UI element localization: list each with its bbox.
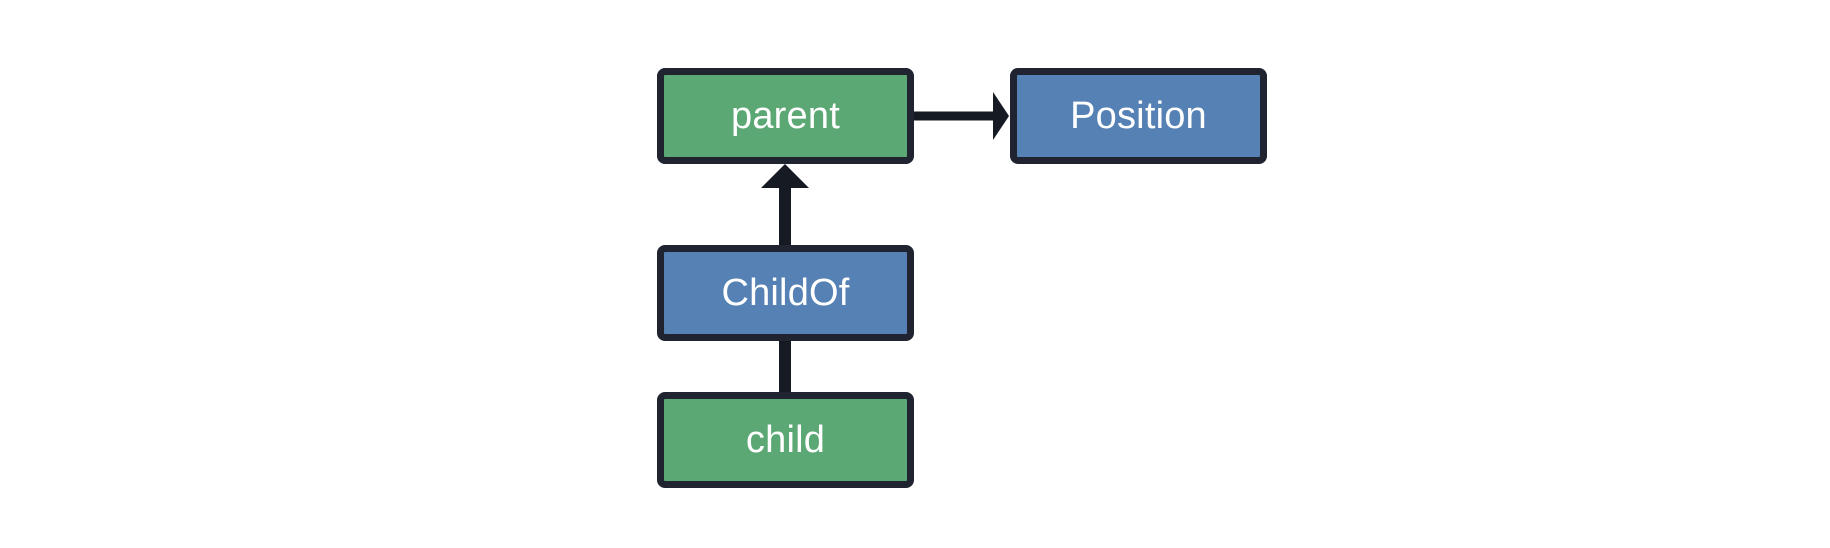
edge-parent-to-position-arrowhead bbox=[993, 92, 1009, 140]
node-childof[interactable]: ChildOf bbox=[657, 245, 914, 341]
node-child-label: child bbox=[745, 419, 826, 461]
edge-childof-to-parent bbox=[761, 164, 809, 245]
edge-parent-to-position bbox=[914, 92, 1009, 140]
node-childof-label: ChildOf bbox=[721, 272, 850, 314]
node-child[interactable]: child bbox=[657, 392, 914, 488]
node-position-label: Position bbox=[1070, 95, 1207, 137]
node-position[interactable]: Position bbox=[1010, 68, 1267, 164]
edge-childof-to-parent-arrowhead bbox=[761, 164, 809, 188]
node-parent-label: parent bbox=[731, 95, 840, 137]
node-parent[interactable]: parent bbox=[657, 68, 914, 164]
